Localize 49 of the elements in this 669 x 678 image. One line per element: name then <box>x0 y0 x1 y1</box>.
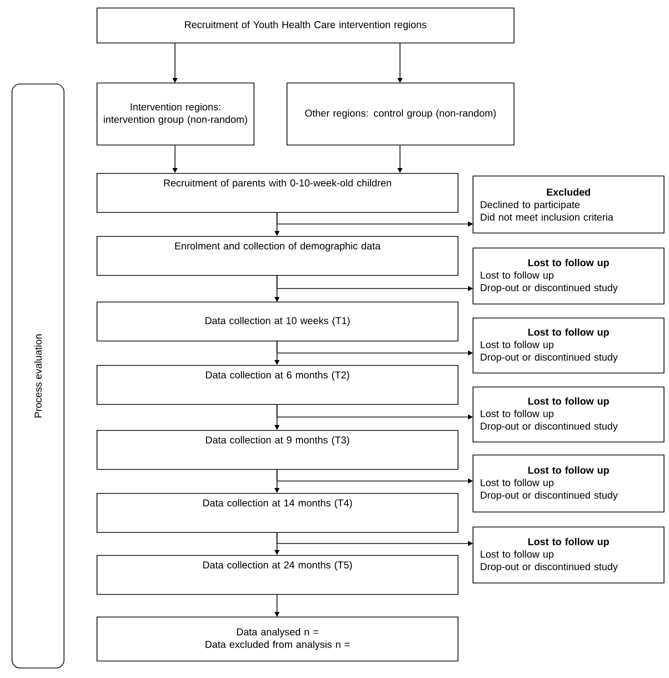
box-text: Did not meet inclusion criteria <box>480 213 614 221</box>
exclusion-box <box>472 386 664 442</box>
box-text: Recruitment of parents with 0-10-week-old children <box>164 179 392 188</box>
box-text: Declined to participate <box>480 200 580 210</box>
process-box <box>96 555 458 595</box>
box-heading: Excluded <box>546 188 590 196</box>
box-text: Drop-out or discontinued study <box>480 422 618 432</box>
process-box <box>96 493 458 533</box>
box-text: Data collection at 14 months (T4) <box>203 499 352 508</box>
box-text: Intervention regions: intervention group (non-random) <box>104 103 248 125</box>
exclusion-box <box>472 248 664 304</box>
box-text: Data collection at 10 weeks (T1) <box>206 316 350 326</box>
process-box <box>96 302 458 342</box>
box-text: Data excluded from analysis n = <box>206 640 350 650</box>
exclusion-box <box>472 176 664 234</box>
box-heading: Lost to follow up <box>528 466 609 476</box>
box-heading: Lost to follow up <box>528 397 609 407</box>
process-box <box>96 82 254 146</box>
process-box <box>96 173 458 213</box>
box-text: Drop-out or discontinued study <box>480 562 618 572</box>
box-text: Drop-out or discontinued study <box>480 491 618 501</box>
box-text: Lost to follow up <box>480 410 554 420</box>
box-text: Lost to follow up <box>480 271 554 281</box>
box-text: Data collection at 6 months (T2) <box>206 371 350 380</box>
box-heading: Lost to follow up <box>528 538 609 548</box>
box-text: Enrolment and collection of demographic data <box>175 242 381 252</box>
process-box <box>96 616 458 662</box>
box-text: Drop-out or discontinued study <box>480 284 618 294</box>
exclusion-box <box>472 526 664 584</box>
box-heading: Lost to follow up <box>528 258 609 268</box>
box-text: Recruitment of Youth Health Care intervention regions <box>185 20 426 30</box>
exclusion-box <box>472 454 664 512</box>
process-box <box>286 82 514 146</box>
box-text: Lost to follow up <box>480 550 554 560</box>
box-text: Process evaluation <box>34 334 42 418</box>
process-box <box>96 8 514 44</box>
process-box <box>96 236 458 276</box>
process-box <box>96 365 458 405</box>
box-text: Data collection at 9 months (T3) <box>206 436 350 446</box>
process-box <box>96 430 458 470</box>
box-heading: Lost to follow up <box>528 328 609 338</box>
box-text: Data analysed n = <box>237 628 318 638</box>
box-text: Data collection at 24 months (T5) <box>203 561 352 570</box>
process-evaluation-bar <box>12 84 64 668</box>
box-text: Lost to follow up <box>480 340 554 350</box>
box-text: Lost to follow up <box>480 478 554 488</box>
box-text: Drop-out or discontinued study <box>480 353 618 363</box>
box-text: Other regions: control group (non-random) <box>305 109 496 119</box>
exclusion-box <box>472 318 664 374</box>
